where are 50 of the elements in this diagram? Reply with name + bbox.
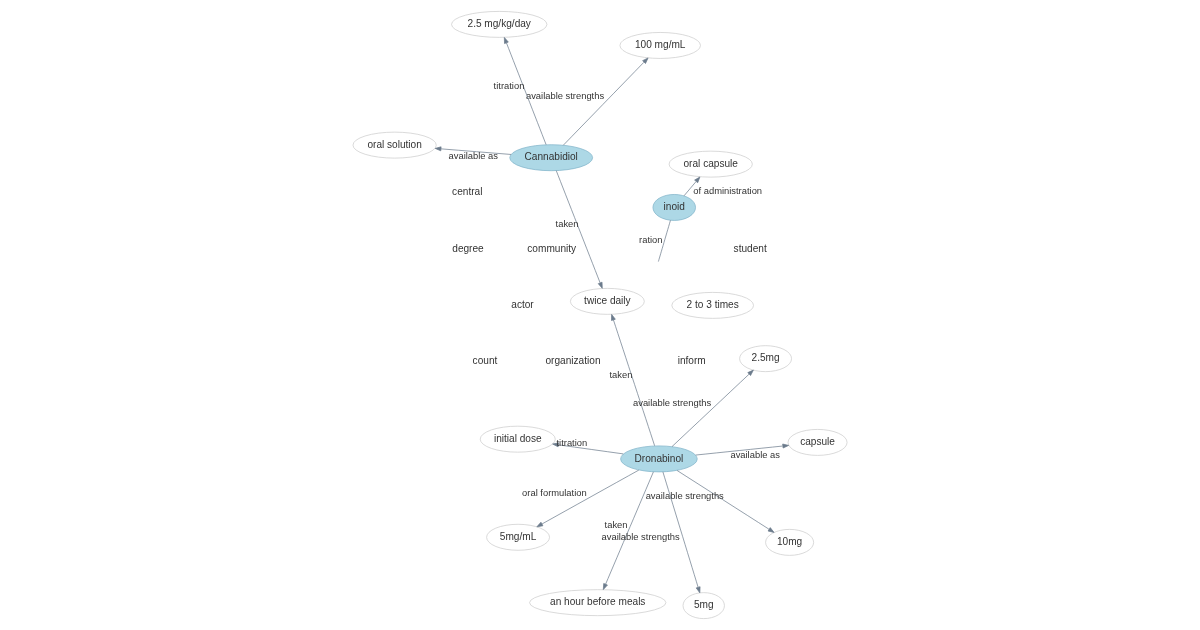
edge-label: available strengths [525, 90, 605, 101]
edge-label: available strengths [601, 531, 680, 542]
label: organization [545, 355, 601, 367]
label: actor [511, 299, 534, 311]
edge-label: taken [555, 219, 579, 230]
arrow [503, 37, 547, 146]
node-ellipse: an hour before meals [529, 589, 667, 616]
arrow [695, 443, 789, 456]
node-ellipse: twice daily [570, 288, 645, 315]
node-ellipse: Cannabidiol [509, 144, 593, 172]
arrow [552, 442, 624, 455]
label: community [527, 242, 577, 254]
node-ellipse: 100 mg/mL [619, 32, 701, 59]
label: degree [452, 242, 484, 254]
edge-label: available as [448, 150, 499, 161]
arrow [434, 146, 512, 155]
edge-label: of administration [693, 185, 763, 196]
label: count [472, 355, 498, 367]
node-ellipse: Dronabinol [620, 445, 698, 473]
node-ellipse: oral solution [352, 131, 437, 159]
arrow [562, 57, 649, 146]
arrow [555, 170, 603, 289]
node-ellipse: 2 to 3 times [671, 292, 754, 319]
edge-label: oral formulation [522, 487, 587, 498]
node-ellipse: 2.5 mg/kg/day [451, 11, 548, 38]
arrow [611, 314, 655, 447]
node-ellipse: oral capsule [668, 150, 753, 178]
arrow [676, 470, 775, 533]
edge-label: titration [493, 80, 525, 91]
edge-label: titration [556, 438, 588, 449]
edge-label: available as [730, 449, 780, 460]
edge-label: ration [639, 234, 663, 245]
node-ellipse: 5mg [682, 592, 725, 619]
label: student [733, 242, 767, 254]
edge-label: available strengths [633, 397, 712, 408]
arrow [536, 469, 640, 528]
arrow [662, 471, 701, 594]
arrow [671, 369, 754, 447]
connector [658, 220, 671, 262]
edge-label: available strengths [645, 490, 724, 501]
arrow [602, 471, 654, 590]
edge-label: taken [604, 520, 628, 531]
label: inform [677, 355, 706, 367]
node-ellipse: 2.5mg [739, 345, 792, 372]
node-ellipse: initial dose [479, 425, 556, 453]
arrow [683, 176, 701, 197]
edge-label: taken [609, 369, 633, 380]
node-ellipse: inoid [652, 194, 696, 221]
node-ellipse: capsule [787, 429, 848, 456]
label: central [452, 186, 483, 198]
